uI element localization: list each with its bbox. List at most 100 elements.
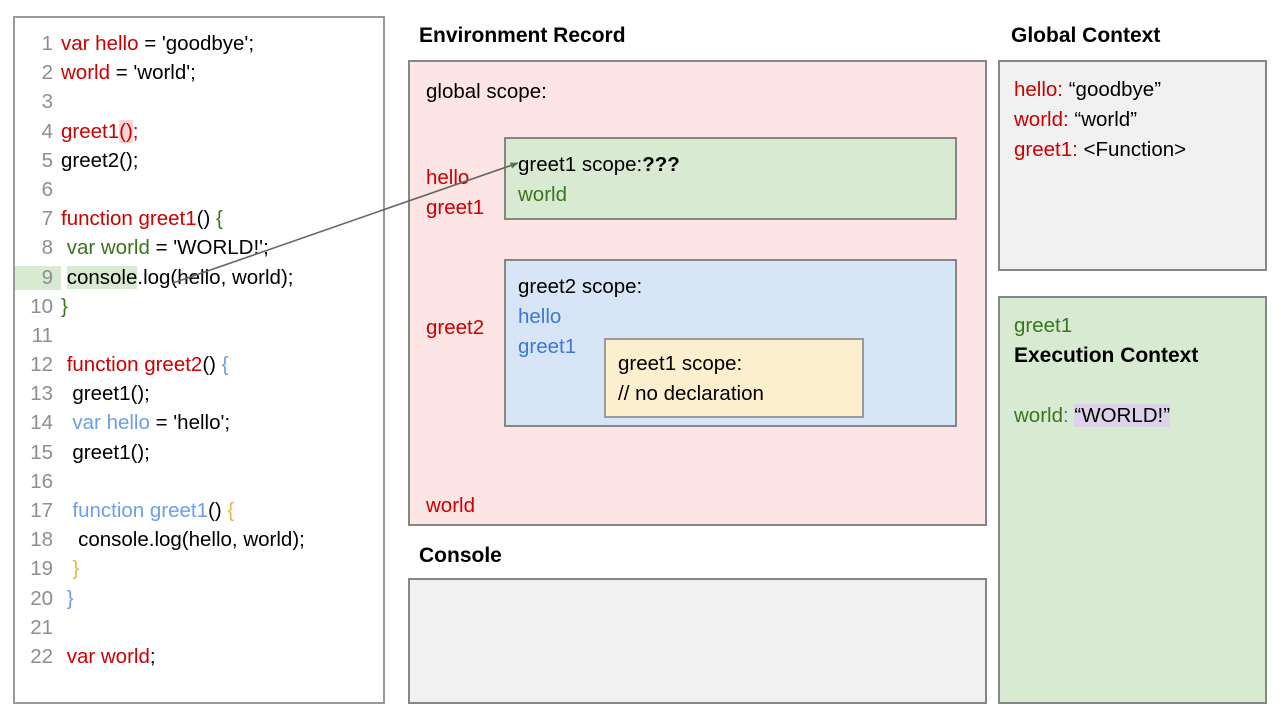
code-line[interactable]: 18 console.log(hello, world); [15, 528, 383, 557]
line-number: 16 [30, 469, 53, 493]
code-line[interactable]: 15 greet1(); [15, 441, 383, 470]
code-line[interactable]: 22 var world; [15, 645, 383, 674]
code-line-text: greet1(); [61, 382, 149, 406]
greet1-scope-unknown-marker: ??? [642, 153, 680, 176]
code-token [61, 411, 72, 434]
code-line[interactable]: 9 console.log(hello, world); [15, 265, 383, 295]
execution-context-entry-world-value: “WORLD!” [1074, 404, 1171, 427]
global-entry-world-key: world: [1014, 108, 1069, 131]
code-line-text: } [61, 587, 74, 611]
code-token: function greet1 [72, 499, 209, 522]
line-number: 12 [30, 353, 53, 377]
code-line-text: greet1(); [61, 119, 139, 144]
code-token: function greet1 [61, 207, 197, 231]
code-token: ; [132, 119, 139, 143]
code-token [61, 557, 72, 580]
code-line[interactable]: 17 function greet1() { [15, 499, 383, 528]
code-token: ; [149, 644, 156, 668]
greet2-scope-header: greet2 scope: [518, 275, 643, 298]
execution-context-entry-world-colon: : [1063, 404, 1069, 427]
code-line-text: function greet1() { [61, 207, 223, 231]
code-token: () [196, 207, 211, 231]
execution-context-panel: greet1 Execution Context world: “WORLD!” [998, 296, 1267, 704]
code-line[interactable]: 3 [15, 90, 383, 119]
code-token: } [72, 557, 80, 581]
code-token [61, 266, 67, 289]
environment-record-panel: global scope: hello greet1 greet2 world … [408, 60, 987, 526]
line-number: 18 [30, 528, 53, 552]
code-line[interactable]: 19 } [15, 557, 383, 586]
greet1-scope-header: greet1 scope: [518, 153, 643, 176]
code-line-text: var hello = 'hello'; [61, 411, 230, 435]
code-line[interactable]: 20 } [15, 587, 383, 616]
execution-context-entry-world-key: world [1014, 404, 1063, 427]
code-line[interactable]: 13 greet1(); [15, 382, 383, 411]
code-line[interactable]: 12 function greet2() { [15, 353, 383, 382]
greet2-scope-var-hello: hello [518, 305, 562, 328]
global-entry-world-value: “world” [1074, 108, 1138, 131]
greet1-inner-scope-header: greet1 scope: [618, 352, 743, 375]
environment-record-title: Environment Record [419, 24, 626, 47]
line-number: 1 [41, 32, 53, 55]
greet1-scope-header-row: greet1 scope:??? [518, 153, 680, 177]
line-number: 14 [30, 411, 53, 435]
console-panel[interactable] [408, 578, 987, 704]
code-line[interactable]: 14 var hello = 'hello'; [15, 411, 383, 440]
greet2-scope-box: greet2 scope: hello greet1 greet1 scope:… [504, 259, 957, 427]
code-line-text: var world; [61, 645, 156, 669]
code-line-text: function greet2() { [61, 353, 229, 377]
code-token: console [66, 265, 138, 289]
code-token: console.log(hello, world); [61, 528, 305, 552]
greet1-inner-scope-note: // no declaration [618, 382, 764, 405]
code-token: } [66, 586, 74, 610]
code-line[interactable]: 11 [15, 324, 383, 353]
code-line[interactable]: 6 [15, 178, 383, 207]
env-entry-greet1: greet1 [426, 196, 485, 219]
line-number: 8 [41, 236, 53, 260]
code-line-text: var world = 'WORLD!'; [61, 236, 269, 260]
code-line-text: } [61, 295, 68, 319]
code-line-text: world = 'world'; [61, 61, 196, 85]
env-entry-hello: hello [426, 166, 470, 189]
code-token: = 'WORLD!'; [149, 236, 269, 260]
code-token: { [221, 499, 235, 522]
line-number: 10 [30, 294, 53, 318]
global-entry-hello-key: hello: [1014, 78, 1064, 101]
line-number: 3 [41, 90, 53, 114]
line-number: 6 [41, 177, 53, 201]
execution-context-function-name: greet1 [1014, 314, 1073, 337]
code-token: world [61, 61, 110, 85]
code-token: = 'goodbye'; [138, 32, 255, 55]
code-token [61, 499, 72, 522]
global-entry-greet1: greet1: <Function> [1014, 138, 1186, 162]
code-line[interactable]: 8 var world = 'WORLD!'; [15, 236, 383, 265]
global-context-title: Global Context [1011, 24, 1161, 47]
line-number: 21 [30, 615, 53, 639]
code-line[interactable]: 16 [15, 470, 383, 499]
code-line[interactable]: 21 [15, 616, 383, 645]
code-token: { [210, 207, 223, 231]
code-line[interactable]: 2 world = 'world'; [15, 61, 383, 90]
code-line[interactable]: 10} [15, 295, 383, 324]
greet1-scope-box: greet1 scope:??? world [504, 137, 957, 220]
global-entry-greet1-key: greet1: [1014, 138, 1078, 161]
code-line-text: console.log(hello, world); [61, 528, 305, 552]
line-number: 22 [30, 644, 53, 668]
line-number: 15 [30, 440, 53, 464]
code-token: () [119, 119, 133, 143]
code-line-text: function greet1() { [61, 499, 234, 523]
code-token: var world [66, 236, 150, 260]
line-number: 19 [30, 557, 53, 581]
env-entry-world: world [426, 494, 475, 517]
line-number: 2 [41, 61, 53, 85]
code-token: = 'world'; [110, 61, 196, 85]
greet2-scope-var-greet1: greet1 [518, 335, 577, 358]
code-token: } [61, 294, 68, 318]
code-token: function greet2 [66, 353, 203, 377]
line-number: 11 [31, 323, 53, 347]
